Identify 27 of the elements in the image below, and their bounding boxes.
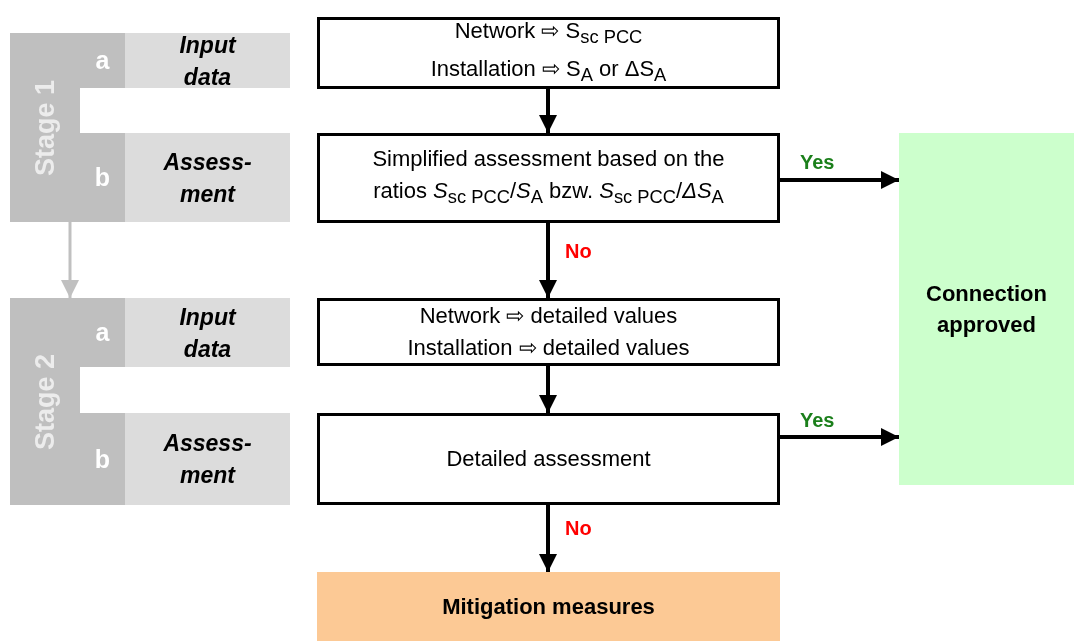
edge-label: No: [565, 518, 592, 538]
process-box: Detailed assessment: [317, 413, 780, 505]
arrow: [539, 223, 557, 298]
arrow: [780, 171, 899, 189]
result-box: Mitigation measures: [317, 572, 780, 641]
step-letter: a: [80, 33, 125, 88]
stage-band: [10, 33, 125, 222]
step-letter: a: [80, 298, 125, 367]
stage-band: [10, 298, 125, 505]
arrow: [539, 366, 557, 413]
edge-label: Yes: [800, 152, 835, 172]
arrow: [61, 222, 79, 298]
step-label: Input data: [125, 33, 290, 88]
edge-label: No: [565, 241, 592, 261]
process-box: Network ⇨ S$_{sc PCC}$ Installation ⇨ S$_{A}$ or ΔS$_{A}$: [317, 17, 780, 89]
arrow: [780, 428, 899, 446]
arrow: [539, 89, 557, 133]
step-label: Assess- ment: [125, 413, 290, 505]
step-label: Input data: [125, 298, 290, 367]
step-letter: b: [80, 133, 125, 222]
step-label: Assess- ment: [125, 133, 290, 222]
process-box: Network ⇨ detailed values Installation ⇨ detailed values: [317, 298, 780, 366]
arrow: [539, 505, 557, 572]
process-box: Simplified assessment based on the ratios S$_{sc PCC}$/S$_{A}$ bzw. S$_{sc PCC}$/ΔS$_{A}$: [317, 133, 780, 223]
step-letter: b: [80, 413, 125, 505]
result-box: Connection approved: [899, 133, 1074, 485]
edge-label: Yes: [800, 410, 835, 430]
